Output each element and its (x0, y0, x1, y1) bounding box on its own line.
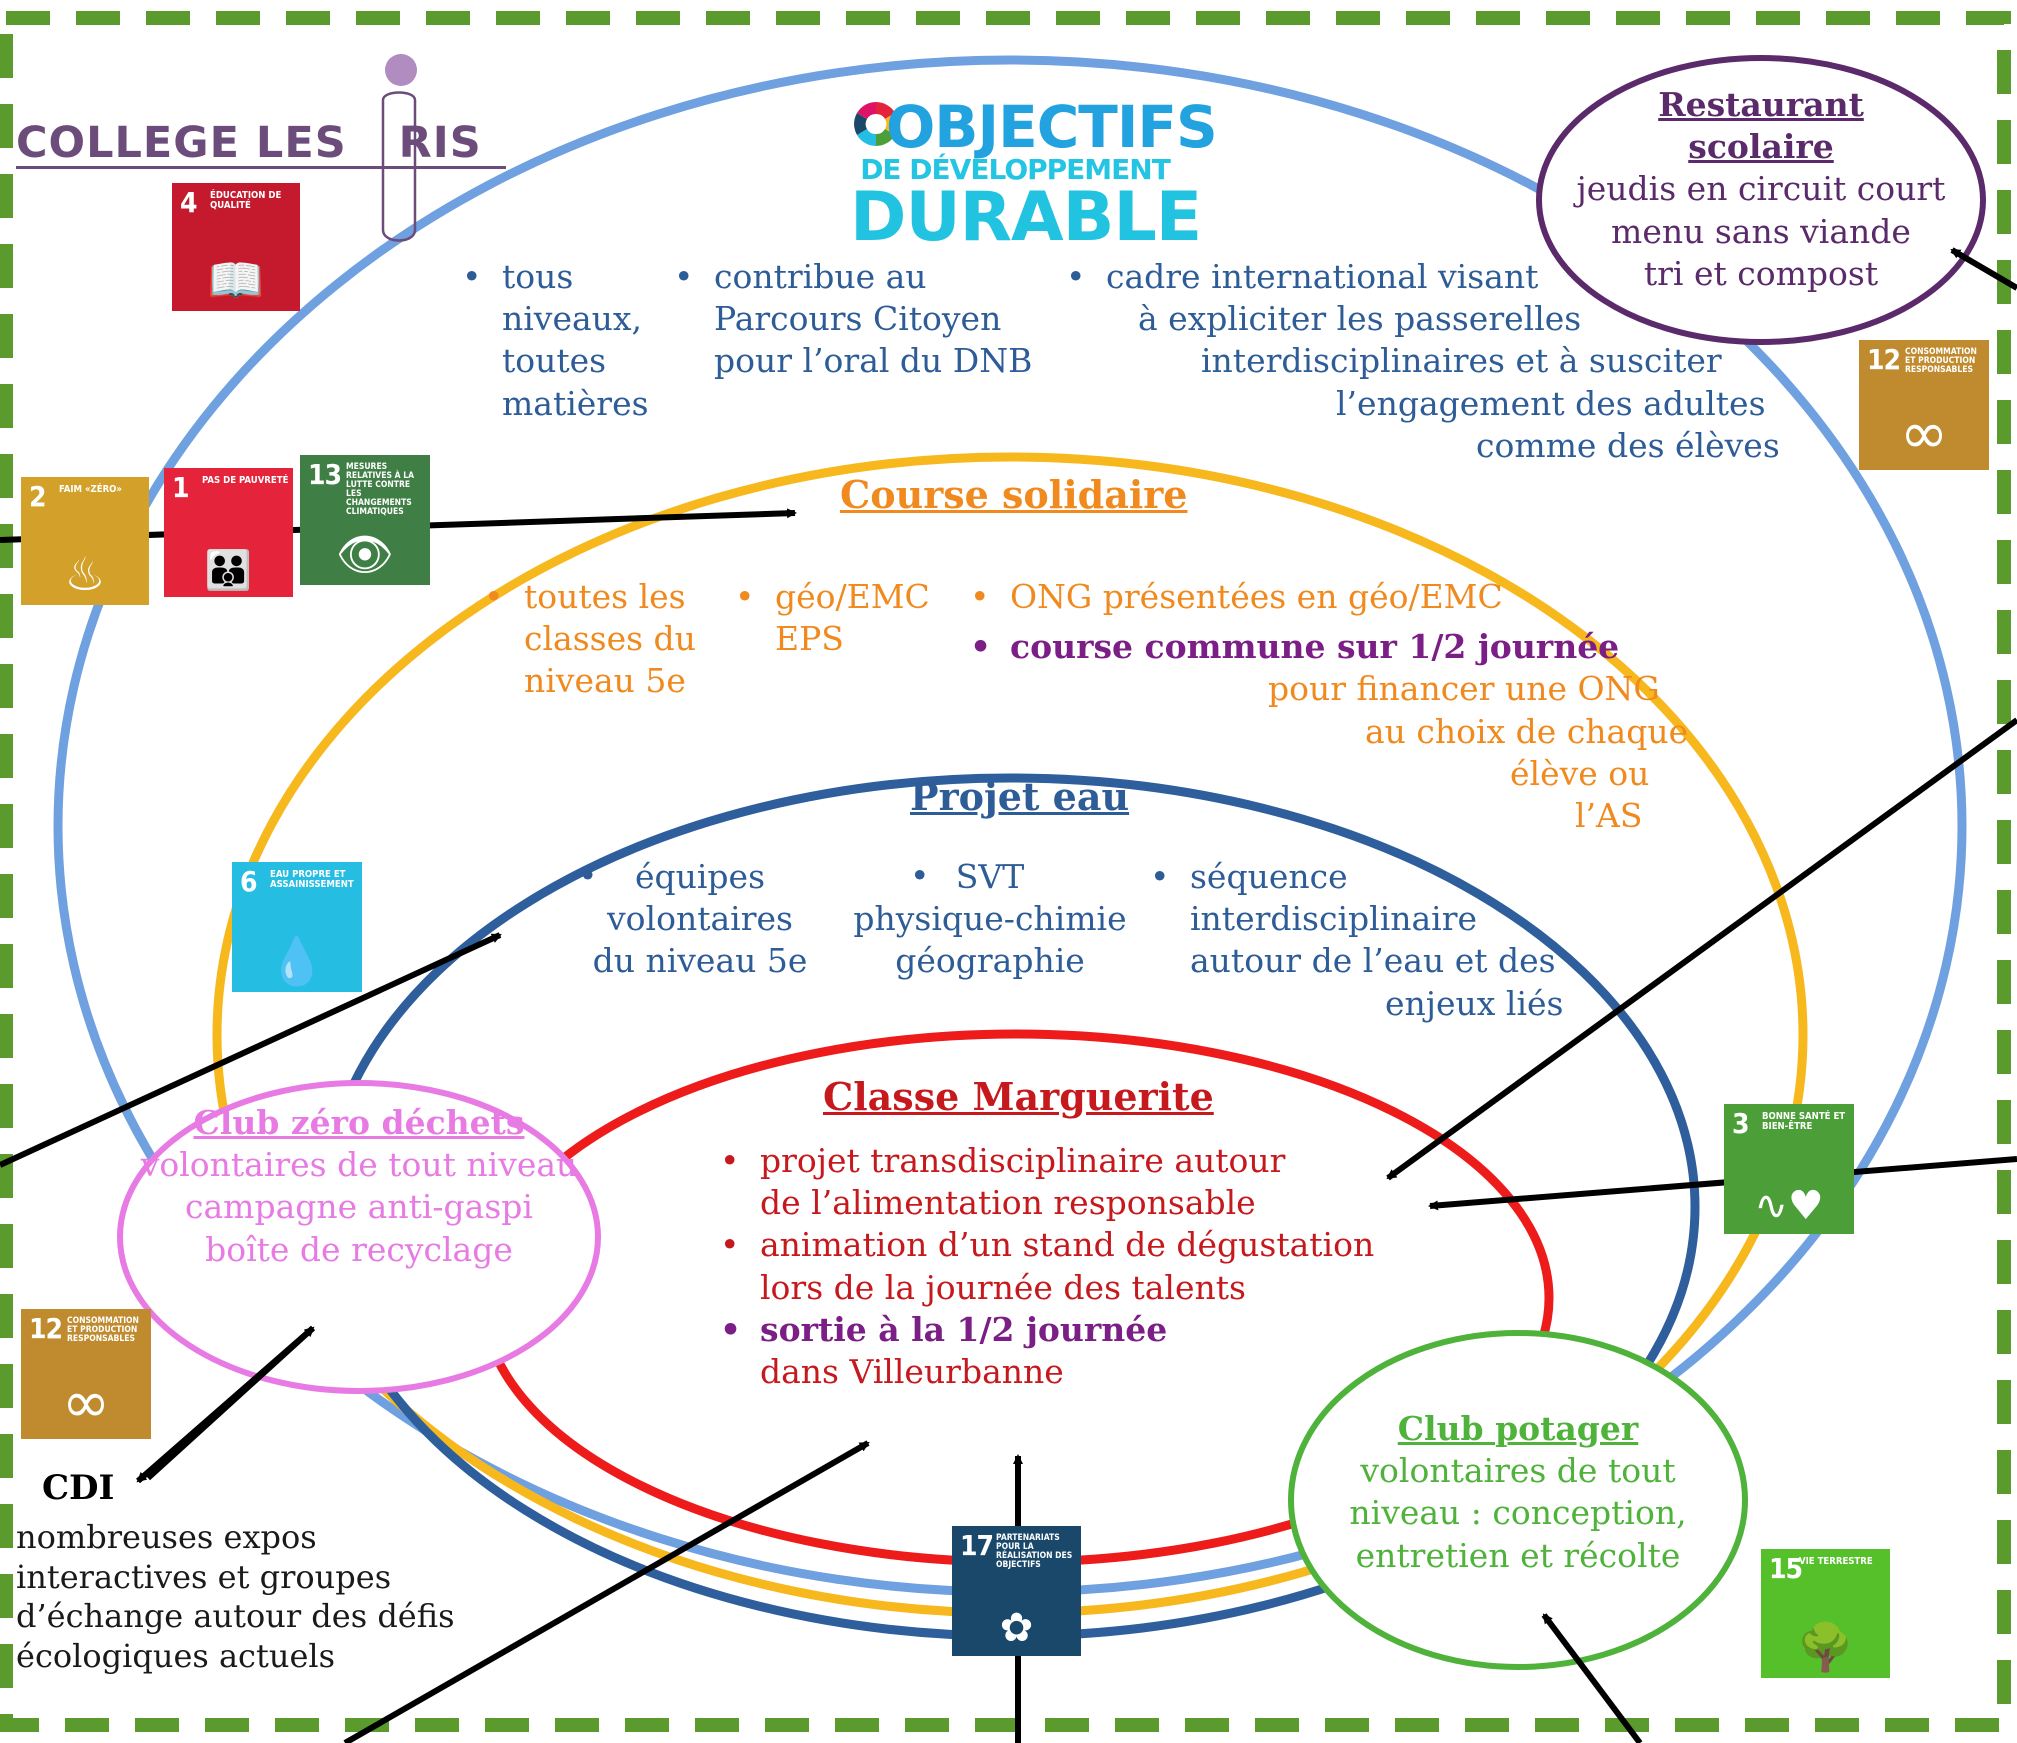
bowl-icon: ♨ (64, 547, 106, 601)
course-col1: toutes les classes du niveau 5e (484, 576, 696, 703)
arrow-marguerite-2 (1428, 1156, 2017, 1211)
odd-logo: OBJECTIFS DE DÉVELOPPEMENT DURABLE (850, 93, 1218, 257)
odd-line3: DURABLE (850, 178, 1202, 257)
arrow-restaurant (1950, 247, 2017, 291)
water-glass-icon: 💧 (268, 934, 326, 988)
odd-line1: OBJECTIFS (886, 93, 1218, 161)
dashed-frame (0, 11, 2011, 1732)
marguerite-list: projet transdisciplinaire autour de l’al… (720, 1140, 1374, 1393)
eau-bullet-1: • (578, 856, 598, 895)
eye-globe-icon: 👁 (335, 527, 395, 581)
arrow-potager (1541, 1613, 1643, 1743)
outer-col1: tous niveaux, toutes matières (462, 256, 648, 425)
course-col2: géo/EMC EPS (735, 576, 930, 660)
restaurant-title-2: scolaire (1688, 127, 1834, 167)
arrow-eau (0, 932, 502, 1168)
arrow-marguerite-1 (1386, 717, 2017, 1181)
family-icon: 👪 (204, 548, 253, 592)
cdi-title: CDI (42, 1468, 115, 1508)
odd-line2: DE DÉVELOPPEMENT (860, 153, 1171, 186)
outer-col2: contribue au Parcours Citoyen pour l’ora… (674, 256, 1032, 383)
arrow-marguerite-3 (343, 1440, 870, 1743)
restaurant-box: Restaurant scolaire jeudis en circuit co… (1545, 84, 1977, 295)
book-icon: 📖 (207, 253, 265, 307)
ellipse-zero (117, 1080, 601, 1394)
potager-box: Club potager volontaires de tout niveau … (1300, 1408, 1736, 1577)
eau-col1: équipes volontaires du niveau 5e (592, 857, 808, 981)
course-title: Course solidaire (840, 472, 1188, 517)
odd-wheel (854, 102, 898, 146)
arrow-zero-cdi (136, 1325, 315, 1484)
ellipse-potager (1288, 1330, 1748, 1670)
course-col3: ONG présentées en géo/EMC course commune… (970, 576, 1688, 837)
zero-title: Club zéro déchets (193, 1103, 525, 1142)
logo-dot (385, 54, 417, 86)
eau-title: Projet eau (910, 774, 1130, 819)
logo-text: COLLEGE LES RIS (16, 118, 482, 168)
outer-col3: cadre international visant à expliciter … (1066, 256, 1780, 467)
logo-college: COLLEGE LES (16, 118, 347, 168)
potager-title: Club potager (1397, 1409, 1639, 1448)
tree-icon: 🌳 (1796, 1620, 1855, 1674)
logo-underline (16, 166, 506, 169)
eau-bullet-2: • (910, 856, 930, 895)
eau-col3: séquence interdisciplinaire autour de l’… (1150, 856, 1564, 1025)
eau-col2: SVT physique-chimie géographie (853, 857, 1127, 981)
restaurant-title-1: Restaurant (1658, 85, 1864, 124)
infinity-icon: ∞ (1899, 399, 1949, 467)
logo-ris: RIS (398, 118, 482, 168)
logo-stem (381, 91, 417, 242)
infinity-icon: ∞ (61, 1368, 111, 1436)
zero-box: Club zéro déchets volontaires de tout ni… (126, 1102, 592, 1271)
cdi-text: nombreuses expos interactives et groupes… (16, 1518, 455, 1676)
flower-icon: ✿ (999, 1605, 1034, 1651)
heartbeat-icon: ∿♥ (1754, 1183, 1824, 1229)
marguerite-title: Classe Marguerite (823, 1074, 1214, 1119)
